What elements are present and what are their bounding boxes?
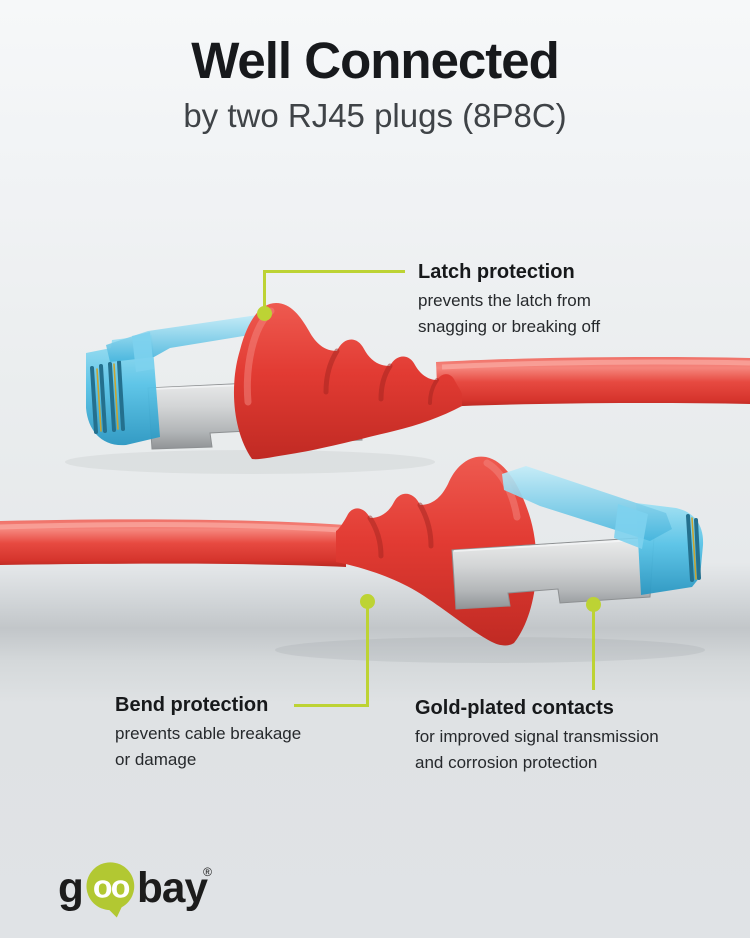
callout-latch-desc-line2: snagging or breaking off <box>418 317 601 336</box>
latch-leader-line-horizontal <box>263 270 405 273</box>
plug-contacts-top <box>90 360 125 434</box>
gold-leader-dot <box>586 597 601 612</box>
callout-latch-title: Latch protection <box>418 261 575 283</box>
callout-bend-desc-line1: prevents cable breakage <box>115 724 302 743</box>
bend-leader-line-vertical <box>366 603 369 707</box>
cable-top <box>436 357 750 407</box>
callout-latch-desc-line1: prevents the latch from <box>418 291 591 310</box>
boot-top-grooves <box>323 348 439 405</box>
callout-gold-desc-line1: for improved signal transmission <box>415 727 659 746</box>
callout-latch-protection: Latch protection prevents the latch from… <box>418 259 648 340</box>
shadow-bottom-plug <box>275 637 705 663</box>
page-subtitle: by two RJ45 plugs (8P8C) <box>183 97 567 134</box>
metal-shield-bottom <box>451 536 655 610</box>
latch-bottom-crossbar <box>614 504 648 549</box>
cable-bottom-highlight <box>0 522 341 533</box>
goobay-logo: g oo bay ® <box>58 858 216 920</box>
latch-leader-line-vertical <box>263 270 266 308</box>
plug-contacts-bottom <box>686 514 701 582</box>
goobay-logo-graphic: g oo bay ® <box>58 862 212 918</box>
bend-leader-line-horizontal <box>294 704 369 707</box>
rj45-plug-top <box>86 303 750 460</box>
latch-top-crossbar <box>132 332 154 372</box>
cable-top-highlight <box>441 359 750 370</box>
callout-bend-desc-line2: or damage <box>115 750 197 769</box>
boot-top <box>233 303 462 460</box>
logo-text-oo: oo <box>93 868 130 904</box>
callout-bend-protection: Bend protection prevents cable breakage … <box>115 692 345 773</box>
page-title: Well Connected <box>191 32 560 89</box>
bend-leader-dot <box>360 594 375 609</box>
logo-text-bay: bay <box>137 864 208 911</box>
logo-registered-mark: ® <box>203 865 212 879</box>
boot-bottom-grooves <box>367 502 434 559</box>
latch-leader-dot <box>257 306 272 321</box>
header: Well Connected by two RJ45 plugs (8P8C) <box>0 34 750 134</box>
logo-text-g: g <box>58 864 84 911</box>
callout-bend-title: Bend protection <box>115 694 269 716</box>
gold-leader-line-vertical <box>592 606 595 690</box>
shadow-top-plug <box>65 450 435 474</box>
logo-speech-bubble <box>86 862 135 918</box>
callout-gold-desc-line2: and corrosion protection <box>415 753 598 772</box>
callout-gold-contacts: Gold-plated contacts for improved signal… <box>415 695 695 776</box>
callout-gold-title: Gold-plated contacts <box>415 697 614 719</box>
metal-shield-bottom-highlight <box>453 538 653 552</box>
rj45-plug-bottom <box>0 456 704 646</box>
cable-bottom <box>0 519 346 567</box>
